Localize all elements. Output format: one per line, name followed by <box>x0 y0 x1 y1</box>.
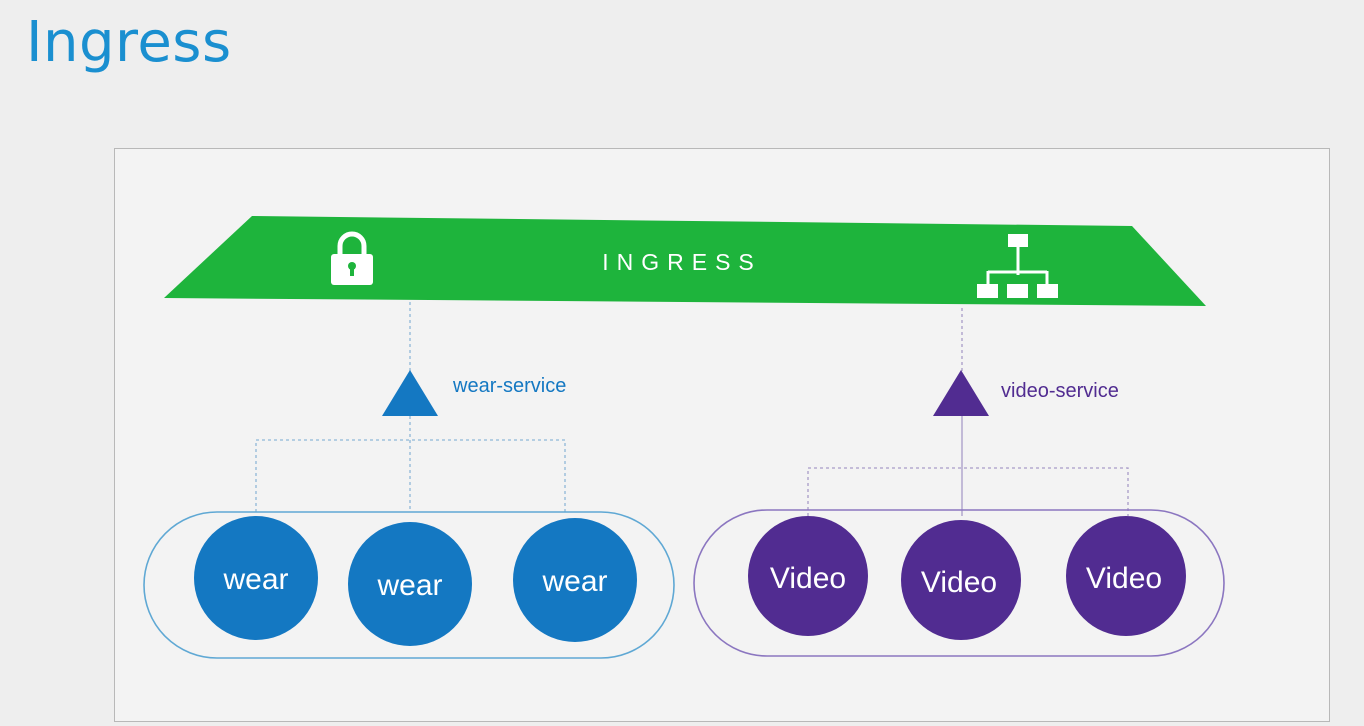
wear-pod-label: wear <box>222 563 288 596</box>
wear-pod: wear <box>348 522 472 646</box>
wear-pod-label: wear <box>541 565 607 598</box>
video-service-triangle <box>933 370 989 416</box>
ingress-label: INGRESS <box>602 249 762 275</box>
wear-pod: wear <box>513 518 637 642</box>
wear-service-triangle <box>382 370 438 416</box>
video-pod-group <box>693 509 1225 657</box>
hierarchy-icon <box>977 234 1058 298</box>
ingress-bar <box>164 216 1206 306</box>
lock-icon <box>331 231 373 285</box>
video-pod-label: Video <box>1086 562 1162 595</box>
wear-pod-group <box>143 511 675 659</box>
video-pod: Video <box>1066 516 1186 636</box>
wear-service-connectors <box>255 302 566 512</box>
wear-pod-label: wear <box>376 569 442 602</box>
video-pod: Video <box>901 520 1021 640</box>
video-pod-label: Video <box>770 562 846 595</box>
page-title: Ingress <box>26 10 232 75</box>
wear-service-label: wear-service <box>452 375 566 397</box>
wear-pod: wear <box>194 516 318 640</box>
video-service-connectors <box>807 308 1129 516</box>
video-service-label: video-service <box>1001 380 1119 402</box>
video-pod-label: Video <box>921 566 997 599</box>
video-pod: Video <box>748 516 868 636</box>
